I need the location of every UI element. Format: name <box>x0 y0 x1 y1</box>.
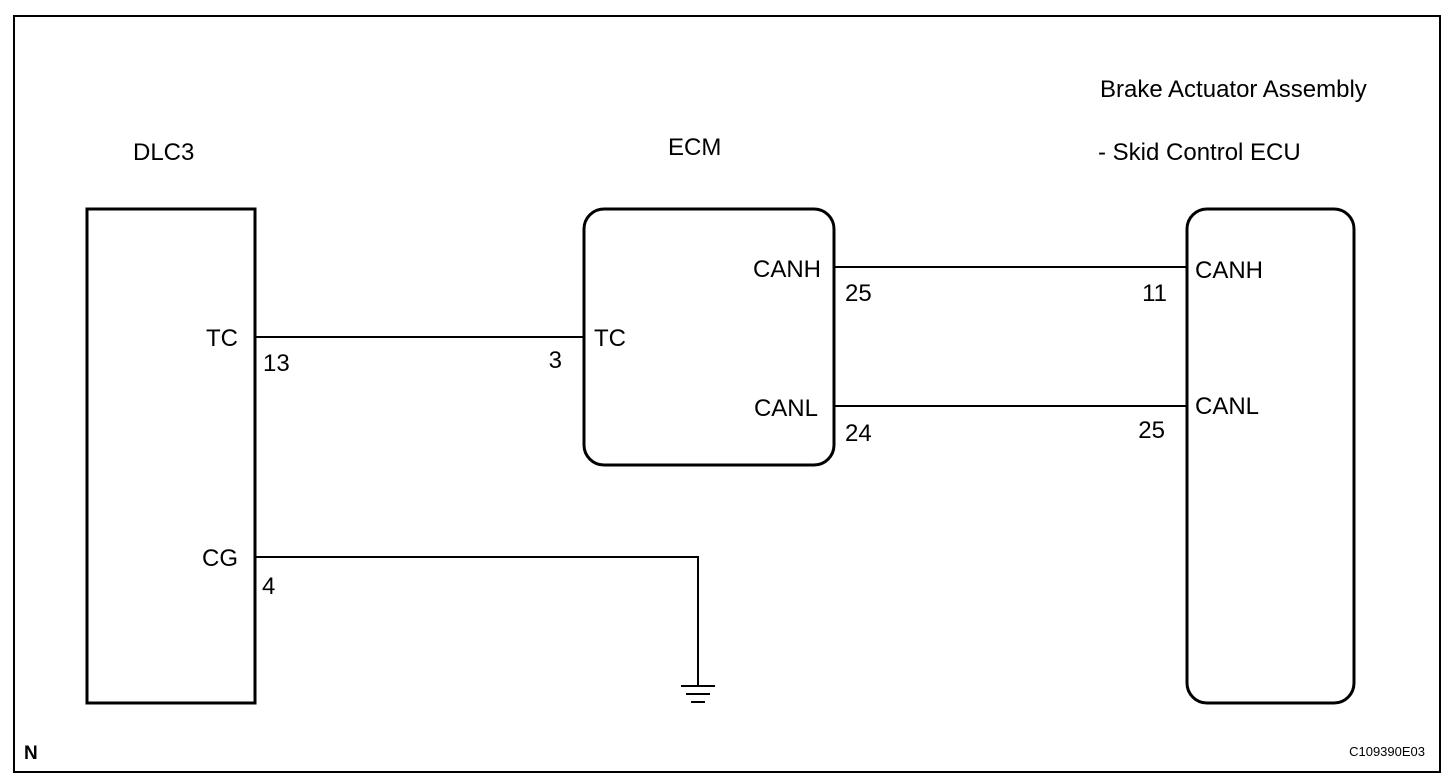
dlc3-cg-label: CG <box>202 545 238 572</box>
wire-cg <box>255 556 699 686</box>
ground-icon <box>681 685 715 703</box>
skid-control-canh-pin-number: 11 <box>1142 280 1167 307</box>
dlc3-tc-pin-number: 13 <box>263 350 290 377</box>
dlc3-tc-label: TC <box>206 325 238 352</box>
dlc3-cg-pin-number: 4 <box>262 573 275 600</box>
ecm-canh-label: CANH <box>753 256 821 283</box>
skid-control-canl-label: CANL <box>1195 393 1259 420</box>
skid-control-box <box>1185 207 1356 705</box>
skid-control-canl-pin-number: 25 <box>1138 417 1165 444</box>
ecm-canh-pin-number: 25 <box>845 280 872 307</box>
skid-control-title-line1: Brake Actuator Assembly <box>1100 76 1367 103</box>
ecm-tc-label: TC <box>594 325 626 352</box>
figure-code: C109390E03 <box>1349 744 1425 759</box>
dlc3-box <box>85 207 257 705</box>
ecm-title: ECM <box>668 134 721 161</box>
diagram-frame <box>13 15 1441 773</box>
ecm-canl-label: CANL <box>754 395 818 422</box>
corner-mark: N <box>24 743 38 764</box>
skid-control-canh-label: CANH <box>1195 257 1263 284</box>
dlc3-title: DLC3 <box>133 139 194 166</box>
ecm-canl-pin-number: 24 <box>845 420 872 447</box>
skid-control-title-line2: - Skid Control ECU <box>1098 139 1301 166</box>
ecm-tc-pin-number: 3 <box>549 347 562 374</box>
